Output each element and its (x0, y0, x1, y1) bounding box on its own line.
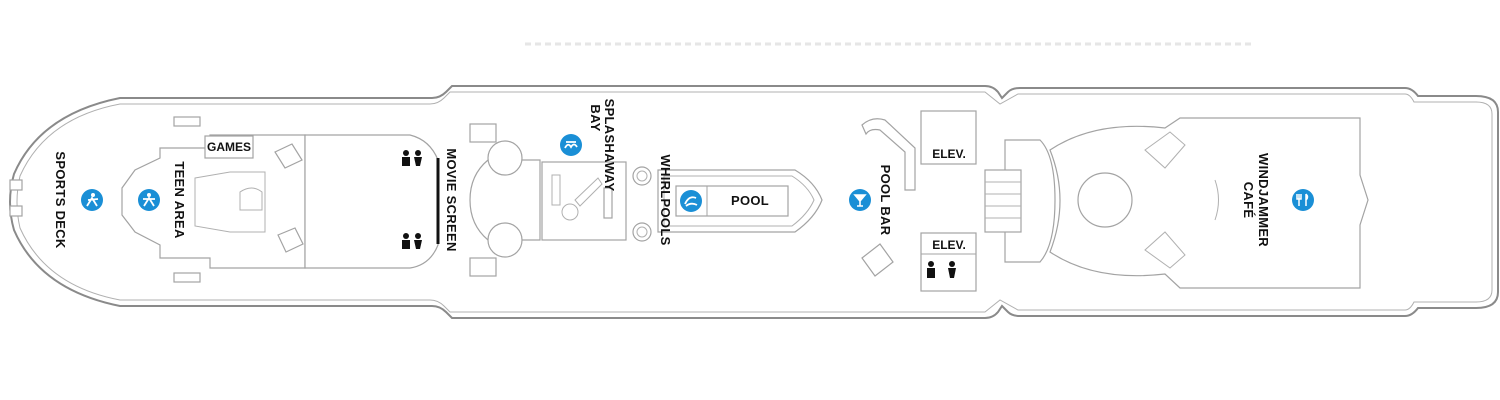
buffet-station (1144, 231, 1186, 269)
slide-chute (574, 177, 603, 207)
windjammer-cafe-room (1049, 117, 1369, 289)
stair-block (469, 123, 497, 143)
label-elevator-lower[interactable]: ELEV. (932, 238, 966, 252)
label-splashaway-line1[interactable]: SPLASHAWAY (602, 99, 617, 192)
planter (239, 187, 263, 211)
stair-block (277, 227, 304, 253)
slide (551, 174, 561, 206)
cocktail-icon[interactable] (849, 189, 871, 211)
fork-knife-icon[interactable] (1292, 189, 1314, 211)
seating-arc (1214, 179, 1219, 221)
sports-activity-icon[interactable] (81, 189, 103, 211)
teen-area-room (121, 134, 306, 269)
label-teen-area[interactable]: TEEN AREA (172, 161, 187, 239)
stair-block (861, 243, 894, 277)
label-windjammer-line1[interactable]: WINDJAMMER (1256, 153, 1271, 247)
elevator-bank-upper (920, 110, 977, 165)
splash-pool (487, 222, 523, 258)
bench (9, 179, 23, 191)
lounger-rack (173, 272, 201, 283)
slide-tower (603, 187, 613, 219)
whirlpool (632, 166, 652, 186)
label-games[interactable]: GAMES (207, 140, 251, 154)
label-whirlpools[interactable]: WHIRLPOOLS (658, 154, 673, 245)
slide-loop (561, 203, 579, 221)
pool-bar-counter (861, 118, 916, 191)
label-elevator-upper[interactable]: ELEV. (932, 147, 966, 161)
buffet-station (1144, 131, 1186, 169)
whirlpool (636, 170, 648, 182)
stair-block (274, 143, 303, 169)
label-pool[interactable]: POOL (731, 193, 769, 208)
bench (9, 205, 23, 217)
label-splashaway-line2[interactable]: BAY (588, 104, 603, 131)
stair-block (469, 257, 497, 277)
restroom-icon (927, 261, 956, 278)
restroom-icon (402, 150, 422, 249)
label-windjammer-line2[interactable]: CAFÉ (1241, 182, 1256, 219)
grand-staircase (984, 169, 1022, 233)
ship-hull-inner (16, 91, 1493, 313)
ship-hull-outline (9, 85, 1499, 319)
splash-activity-icon[interactable] (560, 134, 582, 156)
pool-wave-icon[interactable] (680, 190, 702, 212)
whirlpool (636, 226, 648, 238)
buffet-island (1077, 172, 1133, 228)
whirlpool (632, 222, 652, 242)
label-pool-bar[interactable]: POOL BAR (878, 165, 893, 236)
label-sports-deck[interactable]: SPORTS DECK (53, 151, 68, 249)
games-room (204, 135, 254, 159)
teen-activity-icon[interactable] (138, 189, 160, 211)
splash-pool (487, 140, 523, 176)
label-movie-screen[interactable]: MOVIE SCREEN (444, 148, 459, 251)
lounger-rack (173, 116, 201, 127)
pool-deck-inner (663, 175, 815, 227)
teen-area-inner (194, 171, 266, 233)
